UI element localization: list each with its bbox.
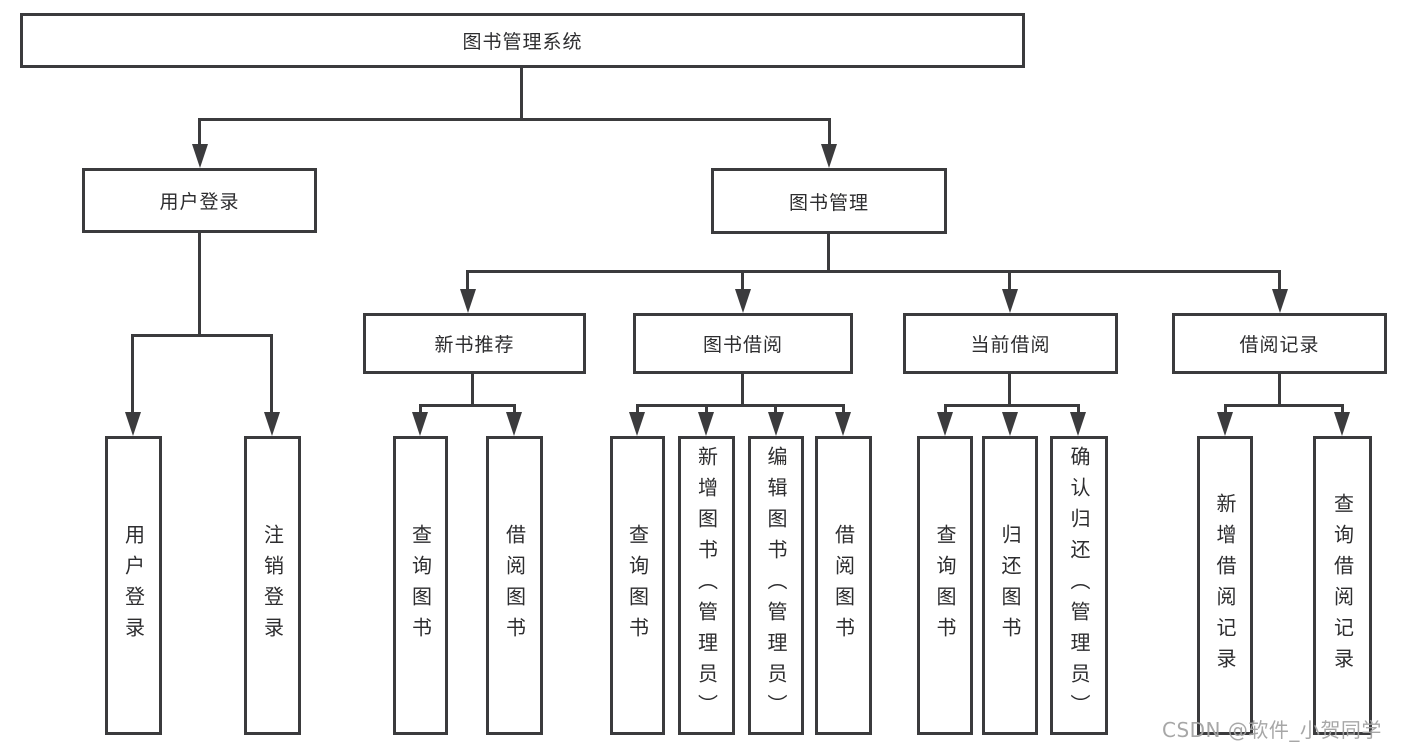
node-book-borrowing: 图书借阅	[633, 313, 853, 374]
leaf-confirm-return-admin: 确认归还（管理员）	[1050, 436, 1108, 735]
node-borrow-records: 借阅记录	[1172, 313, 1387, 374]
connector-line	[131, 334, 134, 414]
leaf-query-books-1: 查询图书	[393, 436, 448, 735]
arrow-down-icon	[1272, 289, 1288, 313]
arrow-down-icon	[412, 412, 428, 436]
node-new-book-recommend: 新书推荐	[363, 313, 586, 374]
leaf-query-books-2-label: 查询图书	[625, 523, 650, 648]
arrow-down-icon	[1217, 412, 1233, 436]
leaf-query-borrow-record: 查询借阅记录	[1313, 436, 1372, 735]
arrow-down-icon	[125, 412, 141, 436]
leaf-confirm-return-admin-label: 确认归还（管理员）	[1067, 446, 1091, 725]
connector-line	[419, 404, 516, 407]
connector-line	[466, 270, 1281, 273]
connector-line	[1224, 404, 1227, 415]
connector-line	[131, 334, 273, 337]
leaf-borrow-books-2: 借阅图书	[815, 436, 872, 735]
arrow-down-icon	[821, 144, 837, 168]
connector-line	[513, 404, 516, 415]
node-book-borrowing-label: 图书借阅	[702, 334, 783, 356]
connector-line	[944, 404, 1080, 407]
connector-line	[1224, 404, 1344, 407]
arrow-down-icon	[768, 412, 784, 436]
connector-line	[774, 404, 777, 415]
connector-line	[1008, 374, 1011, 407]
arrow-down-icon	[735, 289, 751, 313]
arrow-down-icon	[460, 289, 476, 313]
leaf-edit-book-admin: 编辑图书（管理员）	[748, 436, 804, 735]
leaf-add-borrow-record-label: 新增借阅记录	[1213, 492, 1237, 679]
node-current-borrowing: 当前借阅	[903, 313, 1118, 374]
connector-line	[419, 404, 422, 415]
leaf-return-books-label: 归还图书	[998, 523, 1022, 648]
connector-line	[466, 270, 469, 292]
arrow-down-icon	[1002, 412, 1018, 436]
connector-line	[827, 234, 830, 273]
node-book-management: 图书管理	[711, 168, 947, 234]
arrow-down-icon	[629, 412, 645, 436]
leaf-query-books-1-label: 查询图书	[408, 523, 433, 648]
node-current-borrowing-label: 当前借阅	[970, 334, 1051, 356]
arrow-down-icon	[835, 412, 851, 436]
node-root: 图书管理系统	[20, 13, 1025, 68]
connector-line	[1278, 270, 1281, 292]
arrow-down-icon	[698, 412, 714, 436]
connector-line	[198, 233, 201, 336]
leaf-user-login-label: 用户登录	[121, 523, 146, 648]
arrow-down-icon	[506, 412, 522, 436]
connector-line	[741, 270, 744, 292]
node-root-label: 图书管理系统	[462, 31, 583, 53]
leaf-return-books: 归还图书	[982, 436, 1038, 735]
leaf-user-login: 用户登录	[105, 436, 162, 735]
arrow-down-icon	[1002, 289, 1018, 313]
node-new-book-recommend-label: 新书推荐	[434, 334, 515, 356]
leaf-add-borrow-record: 新增借阅记录	[1197, 436, 1253, 735]
arrow-down-icon	[192, 144, 208, 168]
arrow-down-icon	[1070, 412, 1086, 436]
arrow-down-icon	[937, 412, 953, 436]
connector-line	[705, 404, 708, 415]
leaf-logout: 注销登录	[244, 436, 301, 735]
leaf-edit-book-admin-label: 编辑图书（管理员）	[764, 446, 788, 725]
connector-line	[198, 118, 201, 148]
leaf-add-book-admin-label: 新增图书（管理员）	[694, 446, 719, 725]
connector-line	[1008, 270, 1011, 292]
connector-line	[944, 404, 947, 415]
node-user-login: 用户登录	[82, 168, 317, 233]
arrow-down-icon	[264, 412, 280, 436]
leaf-query-books-3: 查询图书	[917, 436, 973, 735]
connector-line	[471, 374, 474, 407]
leaf-query-borrow-record-label: 查询借阅记录	[1330, 492, 1355, 679]
csdn-watermark: CSDN @软件_小贺同学	[1162, 718, 1382, 742]
leaf-query-books-2: 查询图书	[610, 436, 665, 735]
leaf-query-books-3-label: 查询图书	[933, 523, 957, 648]
connector-line	[636, 404, 845, 407]
connector-line	[1341, 404, 1344, 415]
node-borrow-records-label: 借阅记录	[1239, 334, 1320, 356]
node-user-login-label: 用户登录	[159, 191, 240, 213]
connector-line	[636, 404, 639, 415]
connector-line	[828, 118, 831, 148]
connector-line	[1077, 404, 1080, 415]
leaf-logout-label: 注销登录	[260, 523, 285, 648]
node-book-management-label: 图书管理	[788, 191, 869, 214]
connector-line	[198, 118, 831, 121]
leaf-add-book-admin: 新增图书（管理员）	[678, 436, 735, 735]
connector-line	[270, 334, 273, 414]
connector-line	[741, 374, 744, 407]
arrow-down-icon	[1334, 412, 1350, 436]
connector-line	[520, 68, 523, 121]
connector-line	[842, 404, 845, 415]
connector-line	[1278, 374, 1281, 407]
leaf-borrow-books-1-label: 借阅图书	[502, 523, 527, 648]
leaf-borrow-books-2-label: 借阅图书	[831, 523, 856, 648]
leaf-borrow-books-1: 借阅图书	[486, 436, 543, 735]
